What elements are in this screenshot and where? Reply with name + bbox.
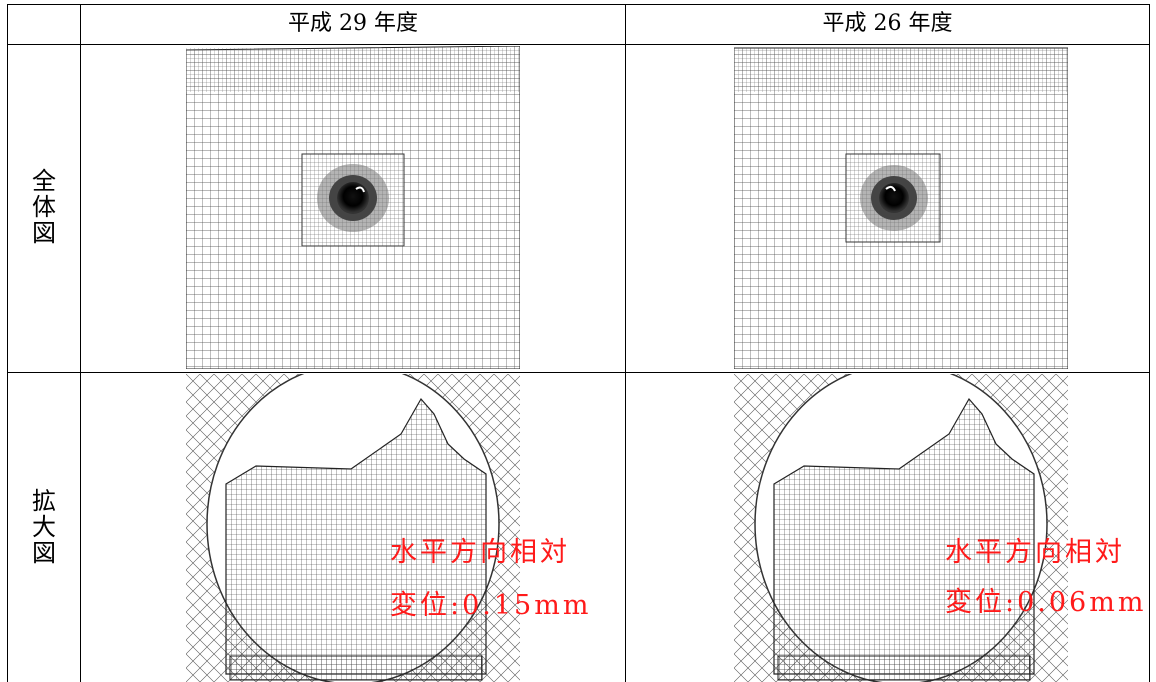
column-header-h29: 平成 29 年度 bbox=[288, 11, 418, 36]
row-label-char: 全 bbox=[32, 167, 56, 195]
row-label-char: 体 bbox=[32, 193, 56, 221]
row-label-char: 拡 bbox=[32, 487, 56, 515]
annotation-right-line2: 変位:0.06mm bbox=[945, 587, 1147, 618]
mesh-zoom-h26-svg bbox=[734, 374, 1068, 682]
table-border-left bbox=[7, 4, 8, 682]
table-divider-header bbox=[7, 44, 1150, 45]
mesh-overall-h26 bbox=[734, 46, 1068, 369]
row-label-char: 図 bbox=[32, 219, 56, 247]
mesh-zoom-h29-svg bbox=[186, 374, 520, 682]
mesh-overall-h29-svg bbox=[186, 46, 520, 369]
table-divider-row bbox=[7, 372, 1150, 373]
annotation-left-line2: 変位:0.15mm bbox=[390, 590, 592, 621]
annotation-right-line1: 水平方向相対 bbox=[945, 537, 1125, 568]
row-label-zoom: 拡 大 図 bbox=[8, 488, 80, 566]
table-border-right bbox=[1149, 4, 1150, 682]
table-divider-col2 bbox=[625, 4, 626, 682]
mesh-zoom-h26 bbox=[734, 374, 1068, 682]
mesh-overall-h26-svg bbox=[734, 47, 1068, 369]
column-header-h26: 平成 26 年度 bbox=[822, 11, 953, 36]
mesh-overall-h29 bbox=[186, 46, 520, 369]
table-border-top bbox=[7, 4, 1150, 5]
row-label-overall: 全 体 図 bbox=[8, 168, 80, 246]
row-label-char: 図 bbox=[32, 539, 56, 567]
table-divider-col1 bbox=[80, 4, 81, 682]
mesh-zoom-h29 bbox=[186, 374, 520, 682]
row-label-char: 大 bbox=[32, 513, 56, 541]
annotation-left-line1: 水平方向相対 bbox=[390, 537, 570, 568]
